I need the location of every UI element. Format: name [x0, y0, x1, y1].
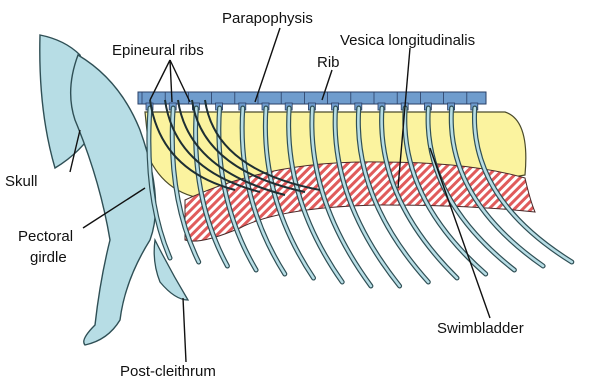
post-cleithrum [154, 240, 188, 300]
leader-parapophysis [255, 28, 280, 102]
label-rib: Rib [317, 54, 340, 71]
label-pectoral-line1: Pectoral [18, 228, 73, 245]
label-swimbladder: Swimbladder [437, 320, 524, 337]
leader-post-cleithrum [183, 298, 186, 362]
label-epineural-ribs: Epineural ribs [112, 42, 204, 59]
label-vesica-longitudinalis: Vesica longitudinalis [340, 32, 475, 49]
label-pectoral-line2: girdle [30, 249, 67, 266]
vertebral-bar [138, 92, 486, 104]
label-skull: Skull [5, 173, 38, 190]
label-post-cleithrum: Post-cleithrum [120, 363, 216, 380]
label-parapophysis: Parapophysis [222, 10, 313, 27]
